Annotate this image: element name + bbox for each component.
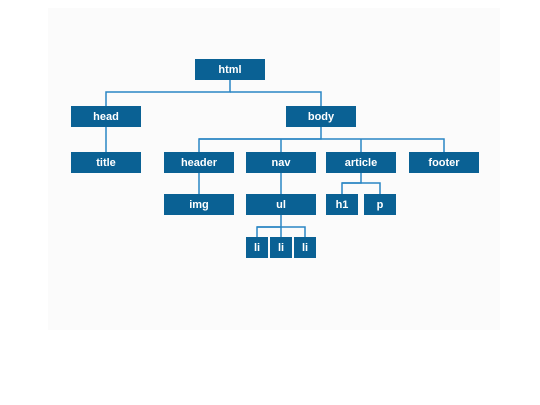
connector-ul-children [257,226,306,237]
node-ul-label: ul [276,199,286,211]
node-nav: nav [246,152,316,173]
node-html: html [195,59,265,80]
node-h1-label: h1 [336,199,349,211]
node-html-label: html [218,64,241,76]
node-title: title [71,152,141,173]
node-li-2: li [270,237,292,258]
node-li-1-label: li [254,242,260,254]
node-body-label: body [308,111,335,123]
node-body: body [286,106,356,127]
connector-html-children [105,80,231,106]
connector-article-children [342,182,381,194]
node-head-label: head [93,111,119,123]
node-header-label: header [181,157,218,169]
node-footer-label: footer [428,157,460,169]
node-h1: h1 [326,194,358,215]
node-li-3: li [294,237,316,258]
node-article-label: article [345,157,377,169]
node-header: header [164,152,234,173]
node-li-3-label: li [302,242,308,254]
node-head: head [71,106,141,127]
connectors [105,80,445,237]
node-img: img [164,194,234,215]
node-li-1: li [246,237,268,258]
node-article: article [326,152,396,173]
node-li-2-label: li [278,242,284,254]
node-title-label: title [96,157,116,169]
node-ul: ul [246,194,316,215]
node-footer: footer [409,152,479,173]
node-p-label: p [377,199,384,211]
node-p: p [364,194,396,215]
node-nav-label: nav [272,157,292,169]
node-img-label: img [189,199,209,211]
connector-html-children [230,91,322,106]
